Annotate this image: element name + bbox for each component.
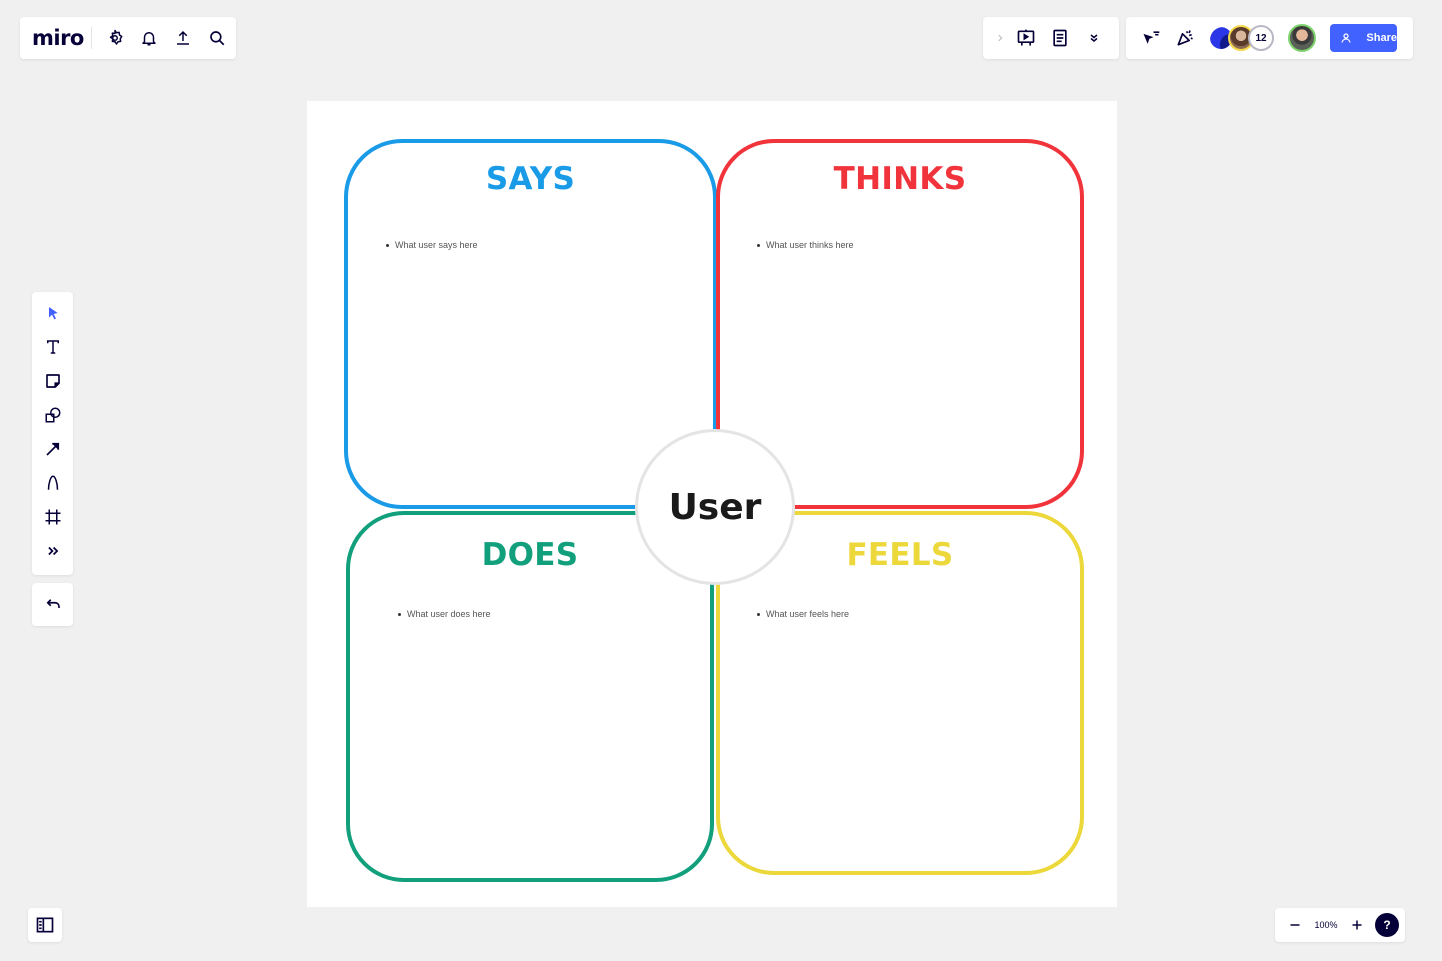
collaborators[interactable]: 12 bbox=[1208, 25, 1274, 51]
connector-arrow-icon[interactable] bbox=[36, 432, 70, 466]
top-right-toolbar-collab: 12 Share bbox=[1126, 17, 1413, 59]
cursor-follow-icon[interactable] bbox=[1134, 21, 1168, 55]
more-tools-icon[interactable] bbox=[36, 534, 70, 568]
chevron-right-icon[interactable] bbox=[991, 21, 1009, 55]
top-right-toolbar-board bbox=[983, 17, 1119, 59]
sidebar-toggle-button[interactable] bbox=[28, 908, 62, 942]
upload-icon[interactable] bbox=[166, 21, 200, 55]
user-label: User bbox=[668, 486, 762, 528]
empathy-map-frame[interactable]: SAYS What user says here THINKS What use… bbox=[307, 101, 1117, 907]
quadrant-title: FEELS bbox=[846, 537, 954, 573]
zoom-level[interactable]: 100% bbox=[1314, 920, 1338, 930]
undo-icon[interactable] bbox=[44, 596, 62, 614]
divider bbox=[90, 27, 92, 49]
text-icon[interactable] bbox=[36, 330, 70, 364]
current-user-avatar[interactable] bbox=[1288, 24, 1316, 52]
notifications-icon[interactable] bbox=[132, 21, 166, 55]
settings-icon[interactable] bbox=[98, 21, 132, 55]
presentation-icon[interactable] bbox=[1009, 21, 1043, 55]
zoom-out-icon[interactable] bbox=[1283, 913, 1307, 937]
sticky-note-icon[interactable] bbox=[36, 364, 70, 398]
quadrant-title: SAYS bbox=[485, 161, 576, 197]
shapes-icon[interactable] bbox=[36, 398, 70, 432]
creation-toolbar bbox=[32, 292, 73, 575]
quadrant-bullet[interactable]: What user feels here bbox=[757, 609, 849, 619]
undo-panel bbox=[32, 583, 73, 626]
quadrant-title: DOES bbox=[481, 537, 579, 573]
quadrant-thinks[interactable]: THINKS What user thinks here bbox=[716, 139, 1084, 509]
search-icon[interactable] bbox=[200, 21, 234, 55]
pen-icon[interactable] bbox=[36, 466, 70, 500]
celebrate-icon[interactable] bbox=[1168, 21, 1202, 55]
notes-icon[interactable] bbox=[1043, 21, 1077, 55]
zoom-controls: 100% ? bbox=[1275, 908, 1405, 942]
quadrant-bullet[interactable]: What user says here bbox=[386, 240, 478, 250]
select-cursor-icon[interactable] bbox=[36, 296, 70, 330]
miro-logo[interactable]: miro bbox=[32, 26, 84, 50]
quadrant-title: THINKS bbox=[833, 161, 967, 197]
sidebar-panel-icon bbox=[35, 915, 55, 935]
user-circle[interactable]: User bbox=[635, 429, 795, 585]
share-button[interactable]: Share bbox=[1330, 24, 1397, 52]
zoom-in-icon[interactable] bbox=[1345, 913, 1369, 937]
top-left-toolbar: miro bbox=[20, 17, 236, 59]
frame-icon[interactable] bbox=[36, 500, 70, 534]
user-icon bbox=[1330, 21, 1361, 55]
quadrant-feels[interactable]: FEELS What user feels here bbox=[716, 511, 1084, 875]
quadrant-bullet[interactable]: What user does here bbox=[398, 609, 491, 619]
chevrons-down-icon[interactable] bbox=[1077, 21, 1111, 55]
help-button[interactable]: ? bbox=[1375, 913, 1399, 937]
share-label: Share bbox=[1366, 32, 1397, 44]
quadrant-does[interactable]: DOES What user does here bbox=[346, 511, 714, 882]
quadrant-says[interactable]: SAYS What user says here bbox=[344, 139, 717, 509]
quadrant-bullet[interactable]: What user thinks here bbox=[757, 240, 854, 250]
collaborators-count[interactable]: 12 bbox=[1248, 25, 1274, 51]
